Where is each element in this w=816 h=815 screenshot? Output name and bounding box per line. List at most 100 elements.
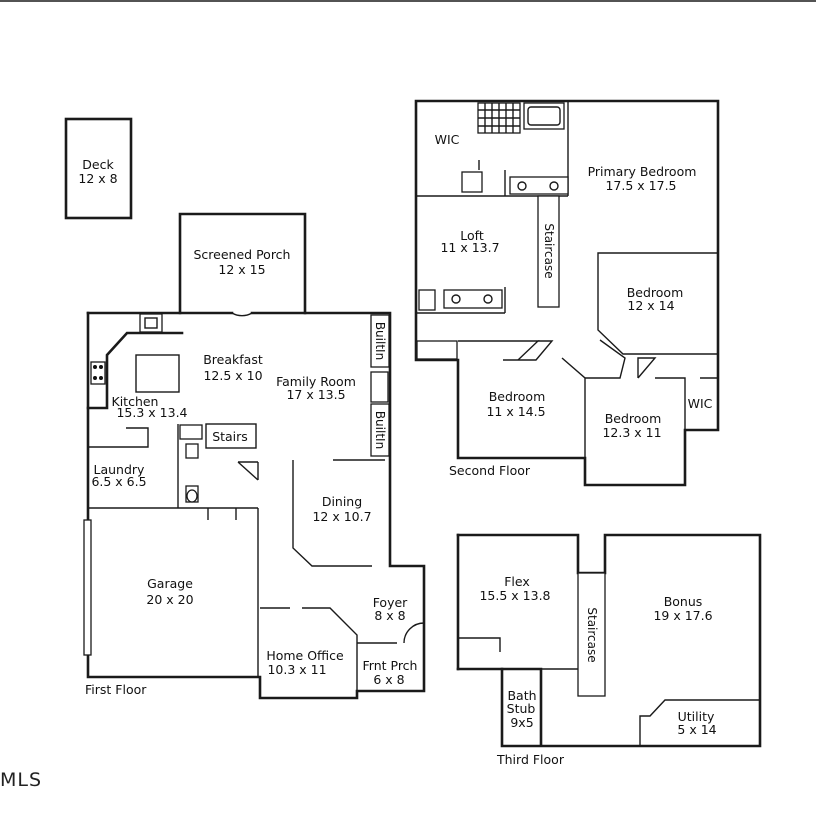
bedroom-dims: 12 x 14: [627, 298, 674, 313]
double-vanity: [443, 289, 503, 309]
deck-dims: 12 x 8: [78, 171, 117, 186]
laundry-dims: 6.5 x 6.5: [91, 474, 146, 489]
burner: [93, 376, 97, 380]
family-room-label: Family Room: [276, 374, 356, 389]
vanity: [179, 424, 203, 440]
porch-door: [231, 312, 253, 317]
third-floor: Flex 15.5 x 13.8 Staircase Bonus 19 x 17…: [456, 533, 762, 767]
stair-line: [237, 461, 259, 481]
breakfast-bay: [86, 331, 184, 410]
range-icon: [90, 361, 106, 385]
second-floor-label: Second Floor: [449, 463, 531, 478]
deck-outline: [64, 117, 133, 220]
second-floor-outline: [414, 99, 720, 487]
primary-bedroom-dims: 17.5 x 17.5: [605, 178, 676, 193]
toilet-icon: [418, 289, 436, 311]
family-room-dims: 17 x 13.5: [286, 387, 345, 402]
bedroom-wall: [458, 340, 540, 361]
burner: [99, 376, 103, 380]
flex-wall: [458, 637, 501, 652]
builtin-label: BuiltIn: [373, 411, 387, 449]
toilet-icon: [185, 443, 199, 459]
bath-label: Bath: [507, 688, 536, 703]
kitchen-sink: [139, 313, 163, 333]
home-office-dims: 10.3 x 11: [267, 662, 326, 677]
garage-dims: 20 x 20: [146, 592, 193, 607]
kitchen-label: Kitchen: [112, 394, 159, 409]
bedroom-label: Bedroom: [489, 389, 546, 404]
shower-grid: [478, 103, 520, 133]
builtin-cabinet: [370, 314, 390, 368]
sink-bowl: [451, 294, 461, 304]
bedroom-wall: [597, 252, 718, 355]
wic-label: WIC: [688, 396, 713, 411]
home-office-label: Home Office: [266, 648, 344, 663]
toilet-bowl: [186, 489, 198, 503]
breakfast-dims: 12.5 x 10: [203, 368, 262, 383]
screened-porch-dims: 12 x 15: [218, 262, 265, 277]
utility-label: Utility: [678, 709, 715, 724]
loft-label: Loft: [460, 228, 484, 243]
laundry-label: Laundry: [94, 462, 146, 477]
breakfast-label: Breakfast: [203, 352, 263, 367]
screened-porch-outline: [178, 212, 307, 315]
burner: [93, 365, 97, 369]
screened-porch-label: Screened Porch: [194, 247, 291, 262]
bedroom-dims: 12.3 x 11: [602, 425, 661, 440]
loft-dims: 11 x 13.7: [440, 240, 499, 255]
wic-label: WIC: [435, 132, 460, 147]
flex-dims: 15.5 x 13.8: [479, 588, 550, 603]
bonus-label: Bonus: [664, 594, 703, 609]
second-floor: WIC Primary Bedroom 17.5 x 17.5 Loft 12 …: [414, 99, 720, 487]
kitchen-island: [135, 354, 180, 393]
bath-dims: 9x5: [510, 715, 533, 730]
wic-wall: [655, 377, 686, 430]
first-floor-label: First Floor: [85, 682, 147, 697]
staircase-box: [537, 195, 560, 308]
primary-bedroom-label: Primary Bedroom: [588, 164, 697, 179]
stairs-label: Stairs: [212, 429, 248, 444]
dining-wall: [292, 460, 372, 567]
deck-label: Deck: [82, 157, 114, 172]
tub-basin: [527, 106, 561, 126]
mls-watermark: MLS: [0, 769, 42, 791]
staircase-box: [577, 572, 606, 697]
toilet-icon: [461, 171, 483, 193]
bedroom-wall: [561, 357, 586, 458]
bath-stub-label: Stub: [507, 701, 536, 716]
third-floor-label: Third Floor: [496, 752, 565, 767]
sink-bowl: [483, 294, 493, 304]
dining-label: Dining: [322, 494, 362, 509]
closet-wall: [637, 357, 657, 379]
front-door: [403, 622, 425, 644]
bathtub-icon: [416, 340, 458, 360]
bedroom-label: Bedroom: [605, 411, 662, 426]
garage-label: Garage: [147, 576, 193, 591]
kitchen-dims: 15.3 x 13.4: [116, 405, 187, 420]
foyer-dims: 8 x 8: [374, 608, 405, 623]
garage-door: [83, 519, 92, 656]
staircase-label: Staircase: [542, 223, 556, 278]
builtin-cabinet: [370, 403, 390, 457]
front-porch-label: Frnt Prch: [363, 658, 418, 673]
kitchen-wall: [88, 427, 149, 448]
foyer-label: Foyer: [373, 595, 408, 610]
bedroom-wall: [585, 339, 626, 379]
sink-bowl: [517, 181, 527, 191]
sink-bowl: [549, 181, 559, 191]
stairs-box: [205, 423, 257, 449]
fireplace: [370, 371, 389, 403]
office-wall: [302, 607, 358, 698]
bedroom-dims: 11 x 14.5: [486, 404, 545, 419]
third-floor-outline: [456, 533, 762, 748]
bonus-dims: 19 x 17.6: [653, 608, 712, 623]
front-porch-dims: 6 x 8: [373, 672, 404, 687]
utility-dims: 5 x 14: [677, 722, 716, 737]
burner: [99, 365, 103, 369]
bedroom-label: Bedroom: [627, 285, 684, 300]
builtin-label: BuiltIn: [373, 322, 387, 360]
flex-label: Flex: [504, 574, 530, 589]
bedroom-wall: [503, 340, 554, 361]
dining-dims: 12 x 10.7: [312, 509, 371, 524]
